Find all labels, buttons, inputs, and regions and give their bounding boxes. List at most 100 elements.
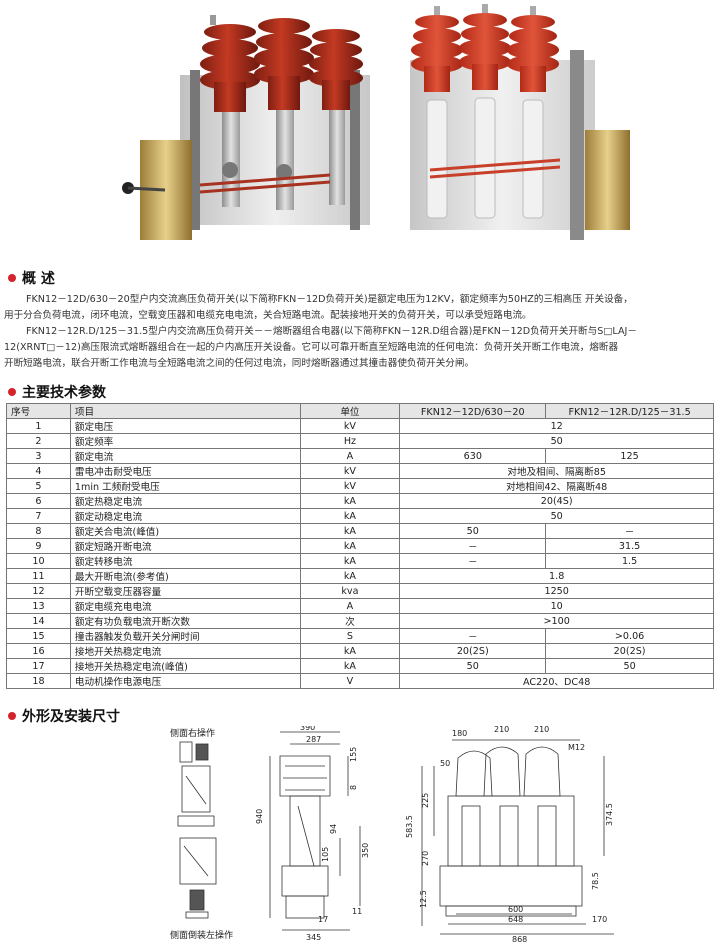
row-value-b: 125 (545, 448, 714, 464)
dim-210-a: 210 (494, 726, 509, 734)
row-item: 额定有功负载电流开断次数 (69, 613, 301, 629)
row-unit: kva (299, 583, 401, 599)
row-no: 10 (6, 553, 71, 569)
row-value-shared: 12 (399, 418, 714, 434)
row-value-a: － (399, 538, 547, 554)
dim-170: 170 (592, 915, 607, 924)
row-item: 额定短路开断电流 (69, 538, 301, 554)
overview-paragraph: FKN12－12D/630－20型户内交流高压负荷开关(以下简称FKN－12D负… (4, 292, 716, 372)
dim-868: 868 (512, 935, 527, 944)
row-unit: kA (299, 523, 401, 539)
dim-648: 648 (508, 915, 523, 924)
row-value-shared: 1250 (399, 583, 714, 599)
small-side-views: 侧面右操作 侧面倒装左操作 (170, 727, 233, 941)
photo-fkn12rd (410, 4, 630, 240)
row-value-b: 50 (545, 658, 714, 674)
row-item: 额定电流 (69, 448, 301, 464)
row-value-shared: 50 (399, 508, 714, 524)
dimensions-heading: 外形及安装尺寸 (8, 706, 120, 726)
m12-label: M12 (568, 743, 585, 752)
photo-fkn12d (122, 15, 370, 240)
dim-12-5: 12.5 (419, 890, 428, 908)
bullet-dot-icon (8, 274, 16, 282)
header-item: 项目 (69, 403, 301, 419)
dim-583-5: 583.5 (405, 815, 414, 838)
caption-left-operation: 侧面倒装左操作 (170, 929, 233, 941)
row-unit: kV (299, 478, 401, 494)
spec-table-header: 序号 项目 单位 FKN12－12D/630－20 FKN12－12R.D/12… (6, 403, 714, 419)
row-item: 接地开关热稳定电流 (69, 643, 301, 659)
row-unit: S (299, 628, 401, 644)
row-item: 额定电压 (69, 418, 301, 434)
dim-11: 11 (352, 907, 362, 916)
row-no: 1 (6, 418, 71, 434)
dim-8: 8 (349, 785, 358, 790)
row-item: 1min 工频耐受电压 (69, 478, 301, 494)
caption-right-operation: 侧面右操作 (170, 727, 215, 739)
spec-table: 序号 项目 单位 FKN12－12D/630－20 FKN12－12R.D/12… (6, 403, 714, 689)
row-value-a: 630 (399, 448, 547, 464)
row-item: 额定电缆充电电流 (69, 598, 301, 614)
row-value-shared: 50 (399, 433, 714, 449)
row-no: 16 (6, 643, 71, 659)
row-unit: 次 (299, 613, 401, 629)
row-value-a: 50 (399, 658, 547, 674)
overview-line: 用于分合负荷电流，闭环电流，空载变压器和电缆充电电流，关合短路电流。配装接地开关… (4, 310, 532, 321)
row-item: 开断空载变压器容量 (69, 583, 301, 599)
dim-225: 225 (421, 793, 430, 808)
header-model-b: FKN12－12R.D/125－31.5 (545, 403, 714, 419)
row-item: 额定动稳定电流 (69, 508, 301, 524)
overview-title: 概 述 (22, 271, 55, 287)
dim-155: 155 (349, 747, 358, 762)
row-no: 4 (6, 463, 71, 479)
overview-line: 12(XRNT□－12)高压限流式熔断器组合在一起的户内高压开关设备。它可以可靠… (4, 342, 619, 353)
row-value-a: － (399, 553, 547, 569)
row-item: 额定热稳定电流 (69, 493, 301, 509)
row-unit: A (299, 448, 401, 464)
row-no: 18 (6, 673, 71, 689)
row-unit: kA (299, 658, 401, 674)
row-value-a: 50 (399, 523, 547, 539)
row-unit: Hz (299, 433, 401, 449)
row-no: 15 (6, 628, 71, 644)
row-item: 电动机操作电源电压 (69, 673, 301, 689)
row-item: 最大开断电流(参考值) (69, 568, 301, 584)
dim-94: 94 (329, 824, 338, 834)
dim-270: 270 (421, 851, 430, 866)
dim-105: 105 (321, 847, 330, 862)
row-value-a: － (399, 628, 547, 644)
overview-line: FKN12－12R.D/125－31.5型户内交流高压负荷开关－－熔断器组合电器… (26, 326, 637, 337)
row-no: 5 (6, 478, 71, 494)
bullet-dot-icon (8, 388, 16, 396)
dim-345: 345 (306, 933, 321, 942)
dim-374-5: 374.5 (605, 803, 614, 826)
row-value-shared: 对地及相间、隔离断85 (399, 463, 714, 479)
overview-line: 开断短路电流，联合开断工作电流与全短路电流之间的任何过电流，同时熔断器通过其撞击… (4, 358, 475, 369)
dim-600: 600 (508, 905, 523, 914)
row-unit: kA (299, 568, 401, 584)
bullet-dot-icon (8, 712, 16, 720)
dimension-drawings: 侧面右操作 侧面倒装左操作 390 287 940 155 8 94 105 3… (170, 726, 614, 944)
dim-350: 350 (361, 843, 370, 858)
row-no: 7 (6, 508, 71, 524)
row-value-b: － (545, 523, 714, 539)
overview-heading: 概 述 (8, 268, 55, 288)
row-no: 11 (6, 568, 71, 584)
row-unit: kA (299, 553, 401, 569)
dim-390: 390 (300, 726, 315, 732)
dim-50: 50 (440, 759, 450, 768)
